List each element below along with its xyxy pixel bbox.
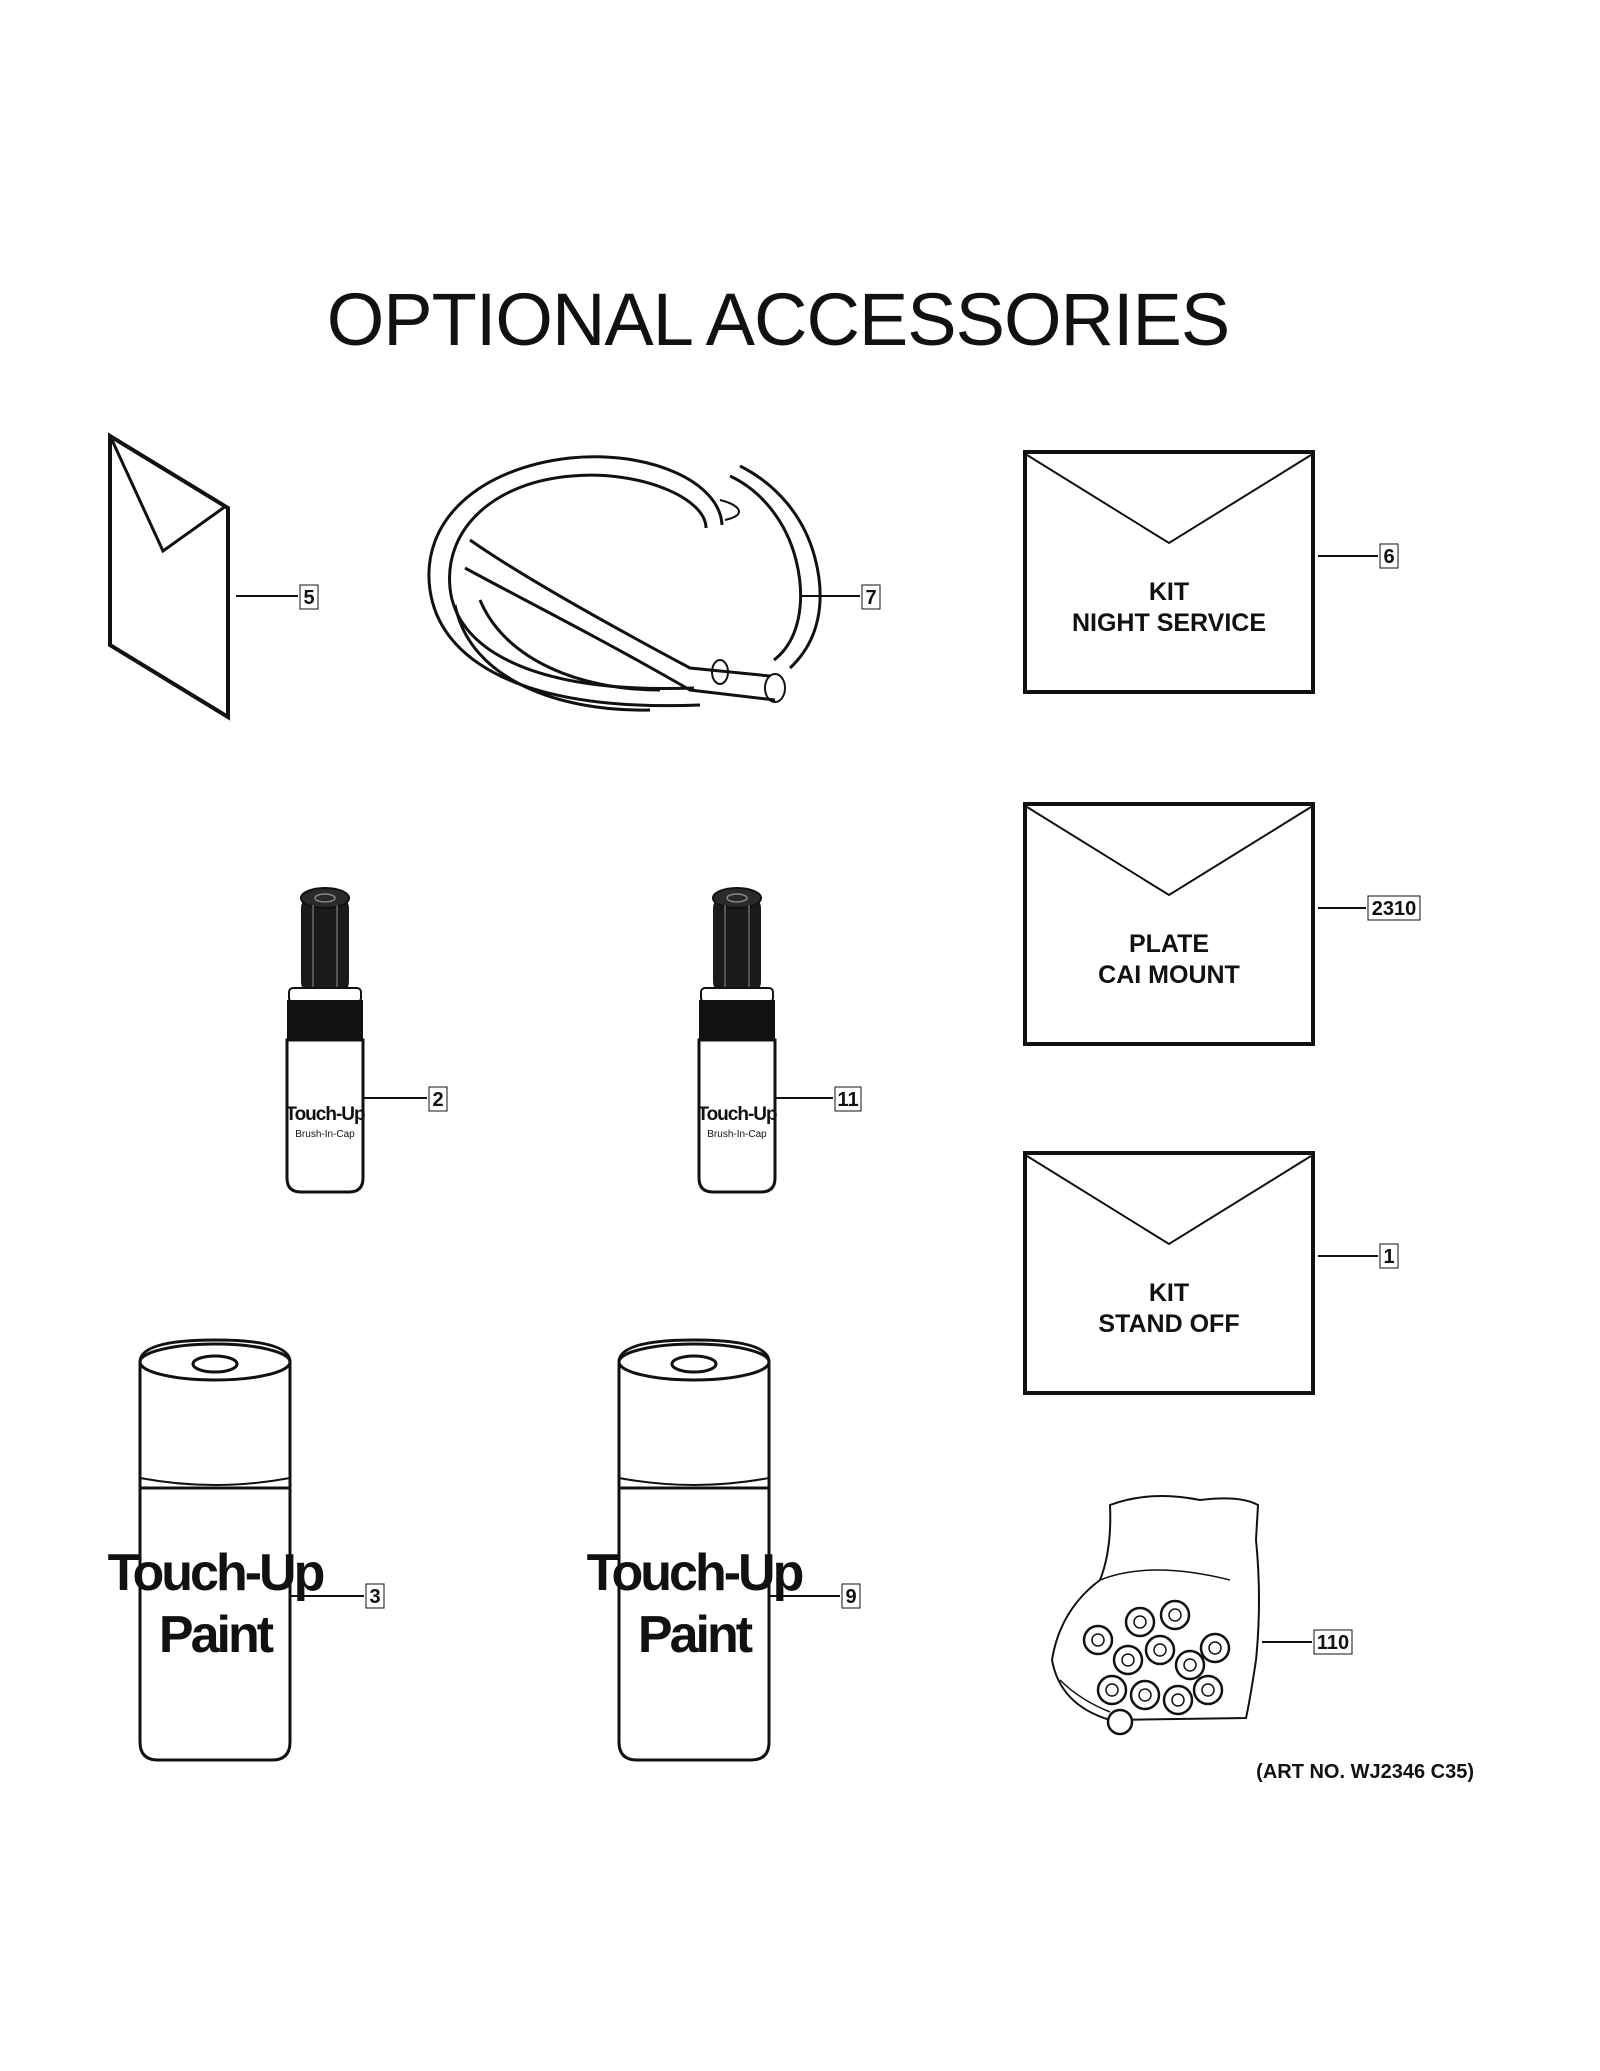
callout-9-label: 9 [845,1586,856,1608]
envelope-night-service-line1: KIT [1149,578,1189,606]
part-11-touch-up-pen-illustration: Touch-Up Brush-In-Cap [697,887,778,1194]
part-1-kit-stand-off-envelope: KIT STAND OFF [1023,1151,1315,1395]
part-2-touch-up-pen-illustration: Touch-Up Brush-In-Cap [285,887,366,1194]
callout-11[interactable]: 11 [775,1086,862,1112]
envelope-cai-mount-line1: PLATE [1129,930,1209,958]
callout-2[interactable]: 2 [363,1086,448,1112]
callout-2310[interactable]: 2310 [1318,895,1421,921]
callout-1-label: 1 [1383,1246,1394,1268]
part-110-bag-of-screws-illustration [1050,1495,1260,1736]
callout-1[interactable]: 1 [1318,1243,1399,1269]
envelope-cai-mount-line2: CAI MOUNT [1098,961,1240,989]
page-title: OPTIONAL ACCESSORIES [327,278,1230,361]
can-3-label-line2: Paint [159,1606,274,1664]
callout-7[interactable]: 7 [800,584,881,610]
can-9-label-line2: Paint [638,1606,753,1664]
callout-6-label: 6 [1383,546,1394,568]
callout-3-label: 3 [369,1586,380,1608]
can-3-label-line1: Touch-Up [108,1544,324,1602]
callout-110[interactable]: 110 [1262,1629,1353,1655]
part-9-touch-up-paint-can-illustration: Touch-Up Paint [587,1338,806,1762]
callout-2-label: 2 [432,1089,443,1111]
art-number: (ART NO. WJ2346 C35) [1256,1761,1474,1783]
part-6-kit-night-service-envelope: KIT NIGHT SERVICE [1023,450,1315,694]
part-2310-plate-cai-mount-envelope: PLATE CAI MOUNT [1023,802,1315,1046]
callout-7-label: 7 [865,587,876,609]
pen-11-label: Touch-Up [697,1104,777,1125]
pen-11-sublabel: Brush-In-Cap [707,1129,767,1140]
part-7-tubing-illustration [427,455,822,712]
part-3-touch-up-paint-can-illustration: Touch-Up Paint [108,1338,327,1762]
part-5-sheet-illustration [108,432,230,721]
callout-5-label: 5 [303,587,314,609]
envelope-stand-off-line2: STAND OFF [1098,1310,1239,1338]
callout-9[interactable]: 9 [769,1583,861,1609]
envelope-stand-off-line1: KIT [1149,1279,1189,1307]
callout-110-label: 110 [1317,1632,1349,1654]
callout-5[interactable]: 5 [236,584,319,610]
callout-6[interactable]: 6 [1318,543,1399,569]
can-9-label-line1: Touch-Up [587,1544,803,1602]
callout-11-label: 11 [837,1089,858,1111]
pen-2-label: Touch-Up [285,1104,365,1125]
callout-3[interactable]: 3 [290,1583,385,1609]
callout-2310-label: 2310 [1372,898,1417,920]
envelope-night-service-line2: NIGHT SERVICE [1072,609,1266,637]
pen-2-sublabel: Brush-In-Cap [295,1129,355,1140]
